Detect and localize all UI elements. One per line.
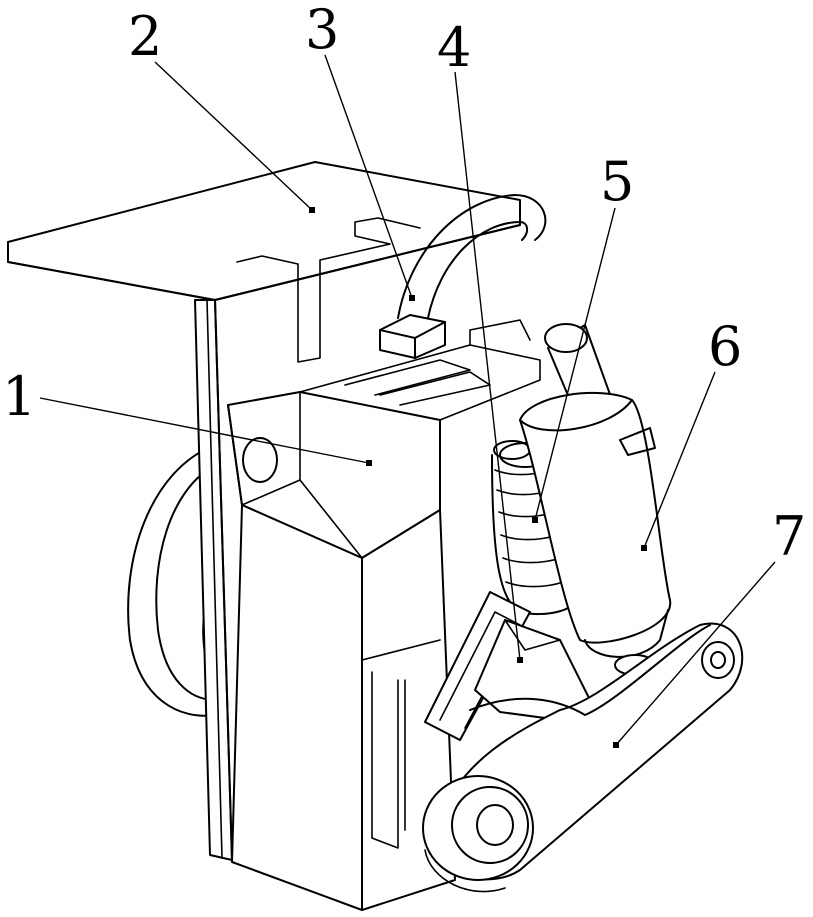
label-6: 6 [708, 315, 742, 378]
label-2: 2 [128, 5, 162, 68]
dot-3 [409, 295, 415, 301]
label-4: 4 [437, 16, 471, 79]
block [228, 392, 455, 910]
leader-4 [455, 72, 520, 660]
dot-5 [532, 517, 538, 523]
dot-2 [309, 207, 315, 213]
dot-1 [366, 460, 372, 466]
dot-7 [613, 742, 619, 748]
label-1: 1 [2, 365, 36, 428]
label-7: 7 [772, 505, 806, 568]
label-3: 3 [305, 0, 339, 61]
cylinder [520, 324, 670, 675]
dot-6 [641, 545, 647, 551]
leader-6 [644, 372, 715, 548]
label-5: 5 [600, 150, 634, 213]
dot-4 [517, 657, 523, 663]
side-plate [195, 300, 232, 860]
